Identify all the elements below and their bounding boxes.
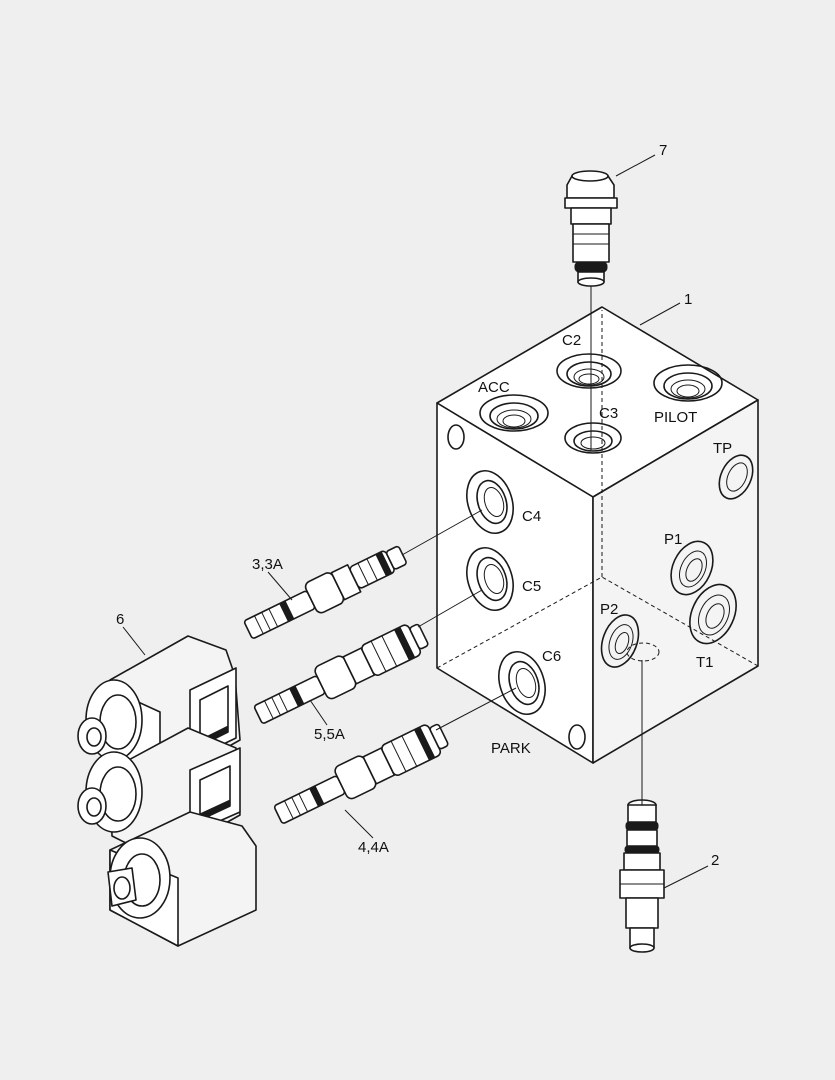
axis-3 [401,509,483,556]
label-port-p2: P2 [600,601,618,618]
port-c6-bore [498,651,546,715]
port-c3-bore [564,422,622,454]
label-part-4: 4,4A [358,839,389,856]
label-part-2: 2 [711,852,719,869]
label-port-pilot: PILOT [654,409,697,426]
port-t1-bore [689,583,737,645]
port-c2-bore [556,353,622,389]
valve-block [436,306,759,764]
label-port-park: PARK [491,740,531,757]
label-port-c2: C2 [562,332,581,349]
axis-5 [417,589,483,628]
port-pilot-bore [653,364,723,402]
cartridge-7 [564,170,618,287]
port-acc-bore [479,394,549,432]
solenoid-valve-3 [243,545,407,639]
label-part-6: 6 [116,611,124,628]
port-tp-bore [718,454,754,500]
part-labels: 7 1 2 6 3,3A 5,5A 4,4A [116,142,719,869]
cartridge-2 [619,799,665,953]
label-port-acc: ACC [478,379,510,396]
port-c4-bore [466,470,514,534]
top-ports [479,353,723,454]
port-p2-bore [600,614,640,668]
label-port-p1: P1 [664,531,682,548]
right-ports [600,454,754,668]
left-ports [447,424,586,750]
solenoid-valve-5 [253,623,429,724]
label-part-5: 5,5A [314,726,345,743]
port-p1-bore [670,540,714,596]
label-port-c3: C3 [599,405,618,422]
label-part-3: 3,3A [252,556,283,573]
leader-lines [122,154,709,889]
label-part-7: 7 [659,142,667,159]
solenoid-coils [77,635,257,947]
port-labels: ACC C2 C3 PILOT TP C4 C5 C6 P1 P2 T1 PAR… [478,332,732,757]
label-part-1: 1 [684,291,692,308]
label-port-c4: C4 [522,508,541,525]
label-port-tp: TP [713,440,732,457]
mount-hole-lower [568,724,586,750]
label-port-c5: C5 [522,578,541,595]
axis-4 [435,687,517,731]
label-port-c6: C6 [542,648,561,665]
mount-hole-upper [447,424,465,450]
solenoid-valve-4 [273,723,449,824]
bottom-port-hidden [626,642,660,662]
port-c5-bore [466,547,514,611]
label-port-t1: T1 [696,654,714,671]
